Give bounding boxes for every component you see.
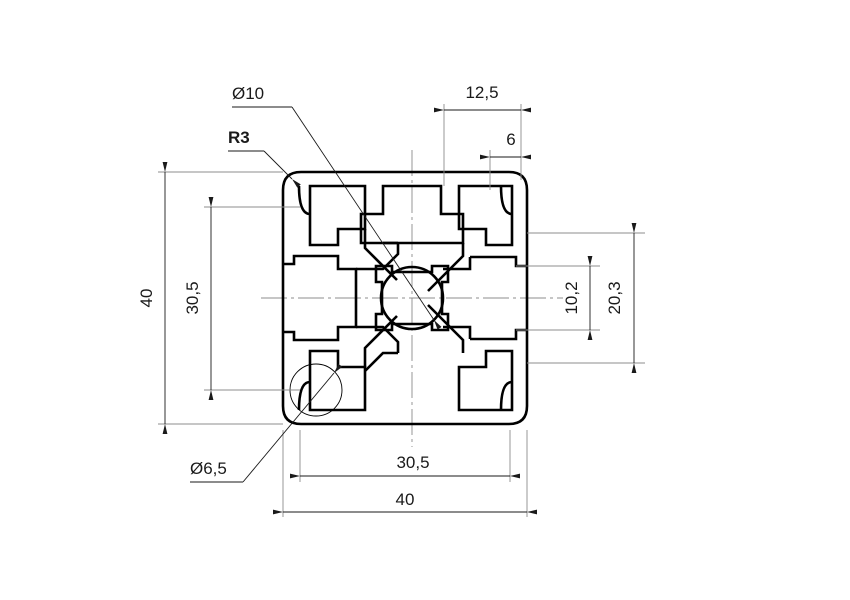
web-bottom-left-inner	[356, 325, 400, 353]
web-bottom-right-inner	[443, 325, 472, 339]
label-width-40: 40	[396, 490, 415, 509]
label-width-12-5: 12,5	[465, 83, 498, 102]
slot-fillet-top-left	[297, 185, 311, 216]
slot-pocket-top-left	[308, 184, 367, 247]
dimension-lines	[158, 104, 645, 517]
label-height-20-3: 20,3	[605, 281, 624, 314]
slot-fillet-top-right	[499, 185, 513, 216]
label-corner-radius: R3	[228, 128, 250, 147]
web-top-right-inner	[443, 257, 472, 271]
slot-pocket-bottom-left	[308, 349, 367, 412]
leader-center-bore-line	[291, 106, 442, 330]
leader-corner-bore-line	[242, 363, 343, 483]
slot-pocket-bottom-right	[457, 349, 514, 412]
center-bore-circle	[379, 265, 445, 331]
label-width-30-5: 30,5	[396, 453, 429, 472]
label-height-30-5: 30,5	[183, 281, 202, 314]
outer-boundary	[281, 170, 529, 426]
chamber-right-lower	[470, 328, 527, 341]
chamber-right-upper	[470, 255, 527, 268]
t-slot-left	[283, 254, 358, 342]
web-top-left-inner	[356, 243, 400, 271]
centerlines	[261, 150, 563, 447]
slot-fillet-bottom-left	[297, 380, 311, 411]
dimension-labels: Ø10 R3 12,5 6 40 30,5 10,2 20,3 Ø6,5 30,…	[137, 83, 624, 509]
slot-pocket-top-right	[457, 184, 514, 247]
slot-fillet-bottom-right	[499, 380, 513, 411]
label-width-6: 6	[506, 130, 515, 149]
web-top-left	[363, 229, 398, 281]
web-bottom-right	[427, 304, 465, 353]
label-height-40: 40	[137, 289, 156, 308]
leader-radius-line	[263, 150, 301, 188]
web-top-right	[427, 243, 465, 292]
label-corner-bore: Ø6,5	[190, 459, 227, 478]
web-bottom-left	[363, 315, 398, 367]
label-height-10-2: 10,2	[562, 281, 581, 314]
label-center-bore: Ø10	[232, 84, 264, 103]
center-hub-pocket	[374, 264, 450, 332]
leader-lines	[190, 106, 442, 483]
cavity-bottom-left	[364, 351, 398, 372]
